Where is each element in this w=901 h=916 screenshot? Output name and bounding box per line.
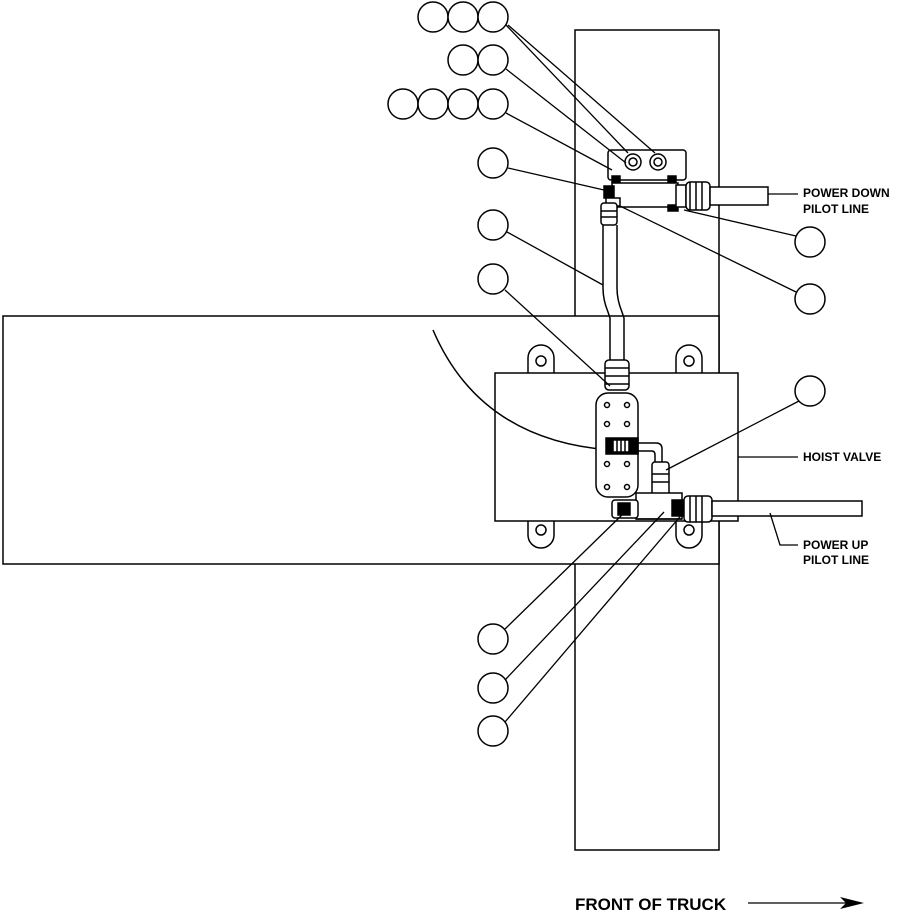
- callout-balloon: [387, 88, 419, 120]
- front-arrow-head: [840, 897, 864, 909]
- upper-elbow: [600, 202, 618, 226]
- power-up-label-line1: POWER UP: [803, 538, 868, 552]
- callout-balloon: [794, 375, 826, 407]
- upper-valve-block: [607, 149, 687, 181]
- callout-balloon: [794, 283, 826, 315]
- upper-port-right: [649, 153, 667, 171]
- callout-balloon: [794, 226, 826, 258]
- power-up-label-line2: PILOT LINE: [803, 553, 869, 567]
- power-up-pilot-tube: [711, 500, 863, 517]
- power-down-label-line1: POWER DOWN: [803, 186, 890, 200]
- callout-balloon: [477, 623, 509, 655]
- callout-balloon: [447, 44, 479, 76]
- power-down-label-line2: PILOT LINE: [803, 202, 869, 216]
- swing-arc: [432, 329, 611, 451]
- callout-balloon: [417, 88, 449, 120]
- hoist-valve-label: HOIST VALVE: [803, 450, 881, 464]
- callout-balloon: [477, 44, 509, 76]
- callout-balloon: [417, 1, 449, 33]
- upper-manifold: [611, 182, 679, 208]
- callout-balloon: [477, 263, 509, 295]
- leader-lines: [504, 24, 848, 904]
- callout-balloon: [477, 672, 509, 704]
- callout-balloon: [477, 88, 509, 120]
- mount-ear-bottom-left: [527, 521, 555, 549]
- callout-balloon: [447, 1, 479, 33]
- callout-balloon: [477, 209, 509, 241]
- solenoid-tube: [638, 442, 663, 462]
- power-down-pilot-tube: [709, 186, 769, 206]
- power-up-fitting: [683, 495, 713, 523]
- callout-balloon: [447, 88, 479, 120]
- callout-balloon: [477, 1, 509, 33]
- mount-ear-bottom-right: [675, 521, 703, 549]
- front-of-truck-label: FRONT OF TRUCK: [575, 895, 727, 911]
- callout-balloon: [477, 147, 509, 179]
- mount-ear-top-left: [527, 344, 555, 373]
- callout-balloon: [477, 715, 509, 747]
- mount-ear-top-right: [675, 344, 703, 373]
- pilot-hose: [602, 225, 611, 360]
- power-down-fitting: [675, 181, 711, 211]
